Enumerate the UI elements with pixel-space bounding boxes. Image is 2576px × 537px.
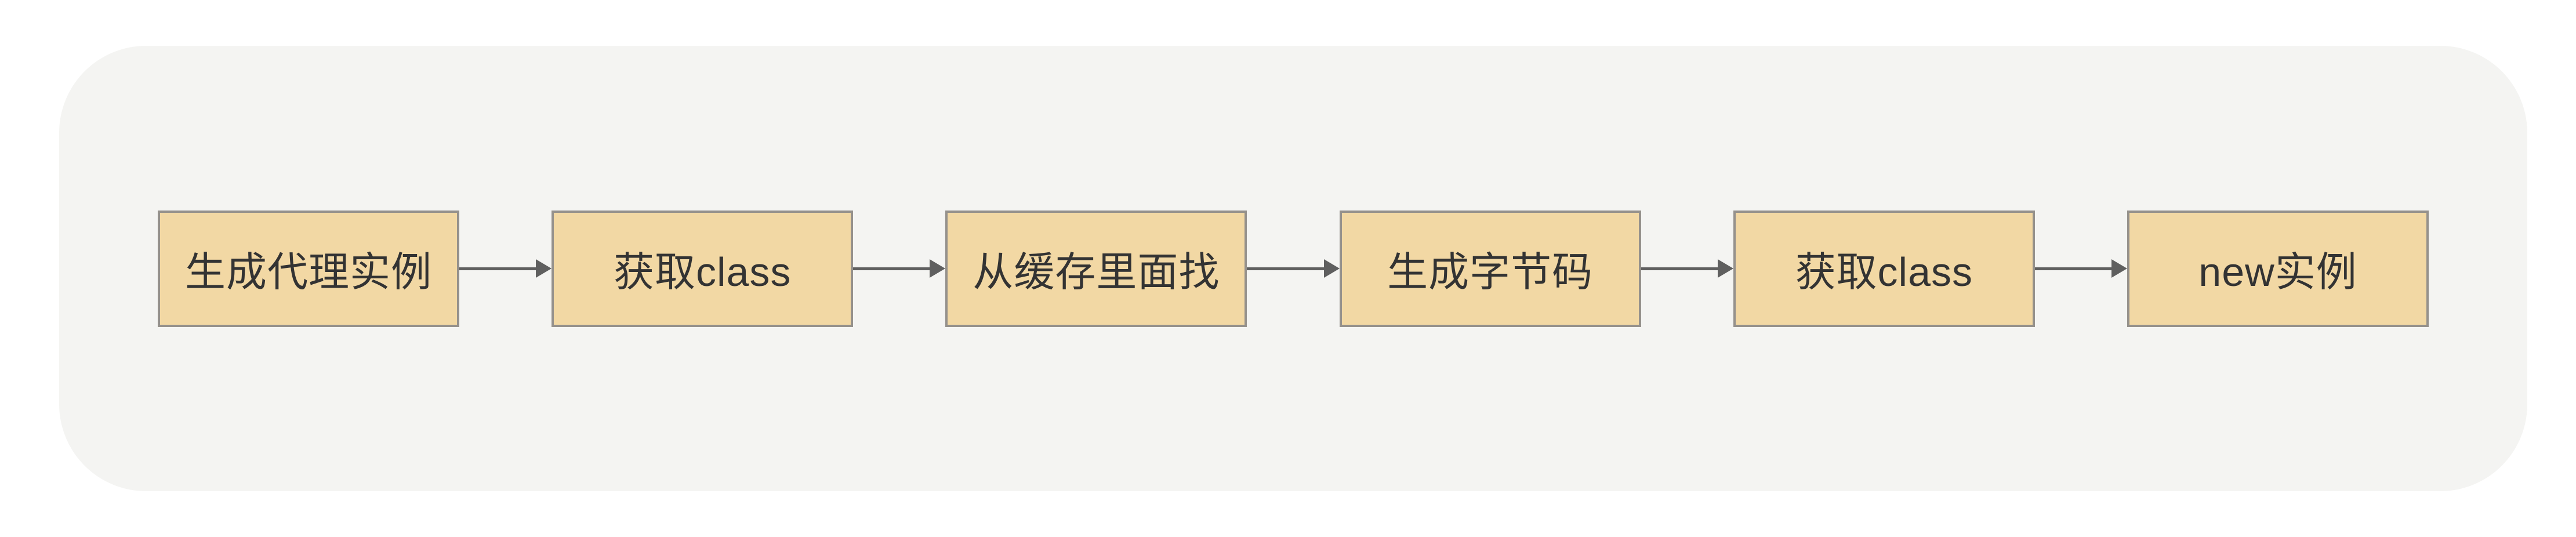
node-label: 获取class [613,249,792,295]
node-generate-bytecode: 生成字节码 [1339,210,1641,327]
arrow-line [2034,267,2113,270]
node-get-class-again: 获取class [1733,210,2035,327]
flow-arrow [2034,257,2128,280]
node-label: new实例 [2198,249,2357,295]
flow-arrow [1641,257,1733,280]
arrow-head-icon [930,259,946,278]
arrow-head-icon [2111,259,2128,278]
arrow-head-icon [1323,259,1340,278]
node-new-instance: new实例 [2127,210,2429,327]
node-generate-proxy-instance: 生成代理实例 [158,210,459,327]
node-label: 生成字节码 [1387,249,1594,295]
node-label: 生成代理实例 [185,249,432,295]
arrow-line [1247,267,1325,270]
diagram-panel: 生成代理实例 获取class 从缓存里面找 生成字节码 获取cl [59,46,2527,491]
arrow-line [1641,267,1718,270]
node-label: 从缓存里面找 [973,249,1220,295]
node-get-class: 获取class [552,210,854,327]
flow-arrow [1247,257,1340,280]
arrow-line [853,267,931,270]
node-find-in-cache: 从缓存里面找 [945,210,1247,327]
flow-arrow [853,257,946,280]
node-label: 获取class [1795,249,1973,295]
arrow-line [459,267,537,270]
arrow-head-icon [1717,259,1733,278]
flow-arrow [459,257,552,280]
flow-row: 生成代理实例 获取class 从缓存里面找 生成字节码 获取cl [59,46,2527,491]
arrow-head-icon [536,259,552,278]
